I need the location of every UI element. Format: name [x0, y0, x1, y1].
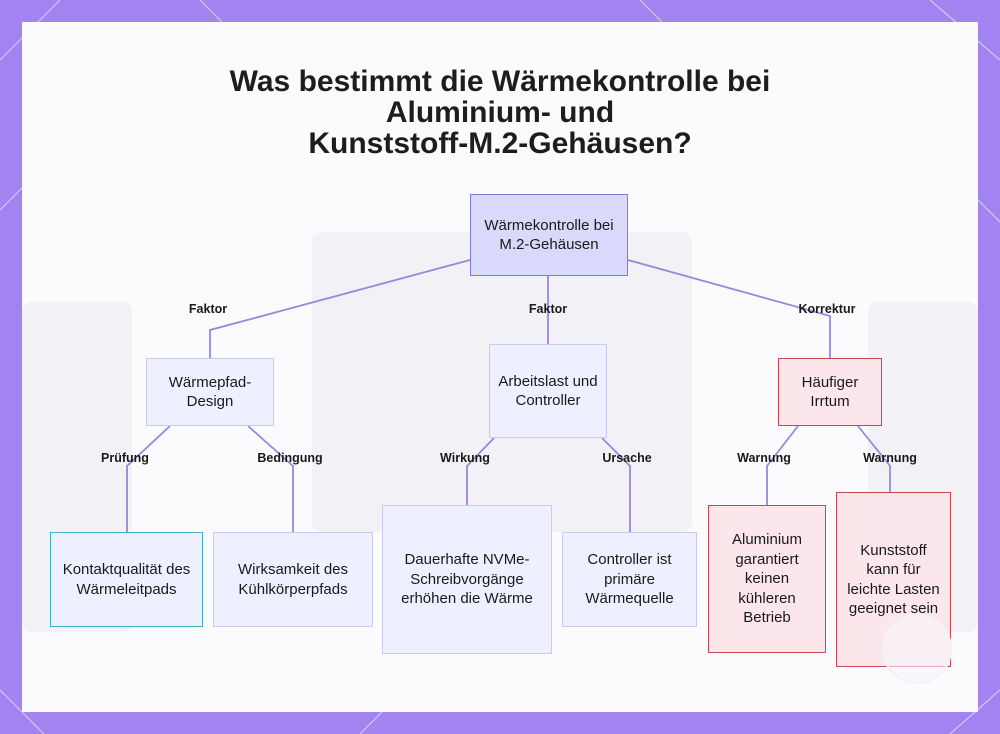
node-controller-source: Controller ist primäre Wärmequelle [562, 532, 697, 627]
edge-label-root-workload: Faktor [528, 302, 568, 316]
edge-label-root-mistake: Korrektur [798, 302, 856, 316]
node-workload-controller: Arbeitslast und Controller [489, 344, 607, 438]
title-line-1: Was bestimmt die Wärmekontrolle bei [229, 65, 771, 98]
node-common-mistake-text: Häufiger Irrtum [801, 373, 859, 411]
node-pad-contact-text: Kontaktqualität des Wärmeleitpads [62, 561, 191, 598]
node-aluminium-warning: Aluminium garantiert keinen kühleren Bet… [708, 505, 826, 653]
node-nvme-writes: Dauerhafte NVMe-Schreibvorgänge erhöhen … [382, 505, 552, 654]
edge-root-mistake [627, 259, 831, 358]
edge-label-workload-writes: Wirkung [440, 451, 490, 465]
node-heatsink-path-text: Wirksamkeit des Kühlkörperpfads [237, 561, 349, 598]
edge-label-design-heatsink: Bedingung [257, 451, 323, 465]
node-heatsink-path: Wirksamkeit des Kühlkörperpfads [213, 532, 373, 627]
node-thermal-path-design: Wärmepfad-Design [146, 358, 274, 426]
edge-label-design-contact: Prüfung [101, 451, 149, 465]
edge-label-mistake-aluminium: Warnung [737, 451, 791, 465]
node-thermal-path-design-text: Wärmepfad-Design [168, 373, 252, 411]
edge-root-design [209, 259, 471, 358]
node-workload-controller-text: Arbeitslast und Controller [498, 372, 598, 410]
edge-label-mistake-plastic: Warnung [863, 451, 917, 465]
node-common-mistake: Häufiger Irrtum [778, 358, 882, 426]
node-aluminium-warning-text: Aluminium garantiert keinen kühleren Bet… [731, 531, 803, 627]
node-root-text: Wärmekontrolle bei M.2-Gehäusen [484, 216, 614, 254]
node-pad-contact: Kontaktqualität des Wärmeleitpads [50, 532, 203, 627]
node-controller-source-text: Controller ist primäre Wärmequelle [585, 551, 674, 608]
title-line-3: Kunststoff-M.2-Gehäusen? [308, 127, 692, 160]
node-root: Wärmekontrolle bei M.2-Gehäusen [470, 194, 628, 276]
edge-label-workload-controller: Ursache [602, 451, 652, 465]
edge-mistake-aluminium [766, 425, 799, 505]
edge-layer [126, 259, 891, 532]
title-line-2: Aluminium- und [385, 96, 615, 129]
edge-label-root-design: Faktor [188, 302, 228, 316]
node-nvme-writes-text: Dauerhafte NVMe-Schreibvorgänge erhöhen … [401, 551, 533, 608]
edge-design-heatsink [247, 425, 294, 532]
diagram-title: Was bestimmt die Wärmekontrolle bei Alum… [172, 66, 828, 159]
edge-workload-controller [601, 437, 631, 532]
edge-mistake-plastic [857, 425, 891, 492]
diagram-card: Was bestimmt die Wärmekontrolle bei Alum… [22, 22, 978, 712]
edge-design-contact [126, 425, 171, 532]
edge-workload-writes [466, 437, 495, 505]
watermark-badge-icon [882, 614, 952, 684]
node-plastic-warning-text: Kunststoff kann für leichte Lasten geeig… [847, 541, 940, 618]
